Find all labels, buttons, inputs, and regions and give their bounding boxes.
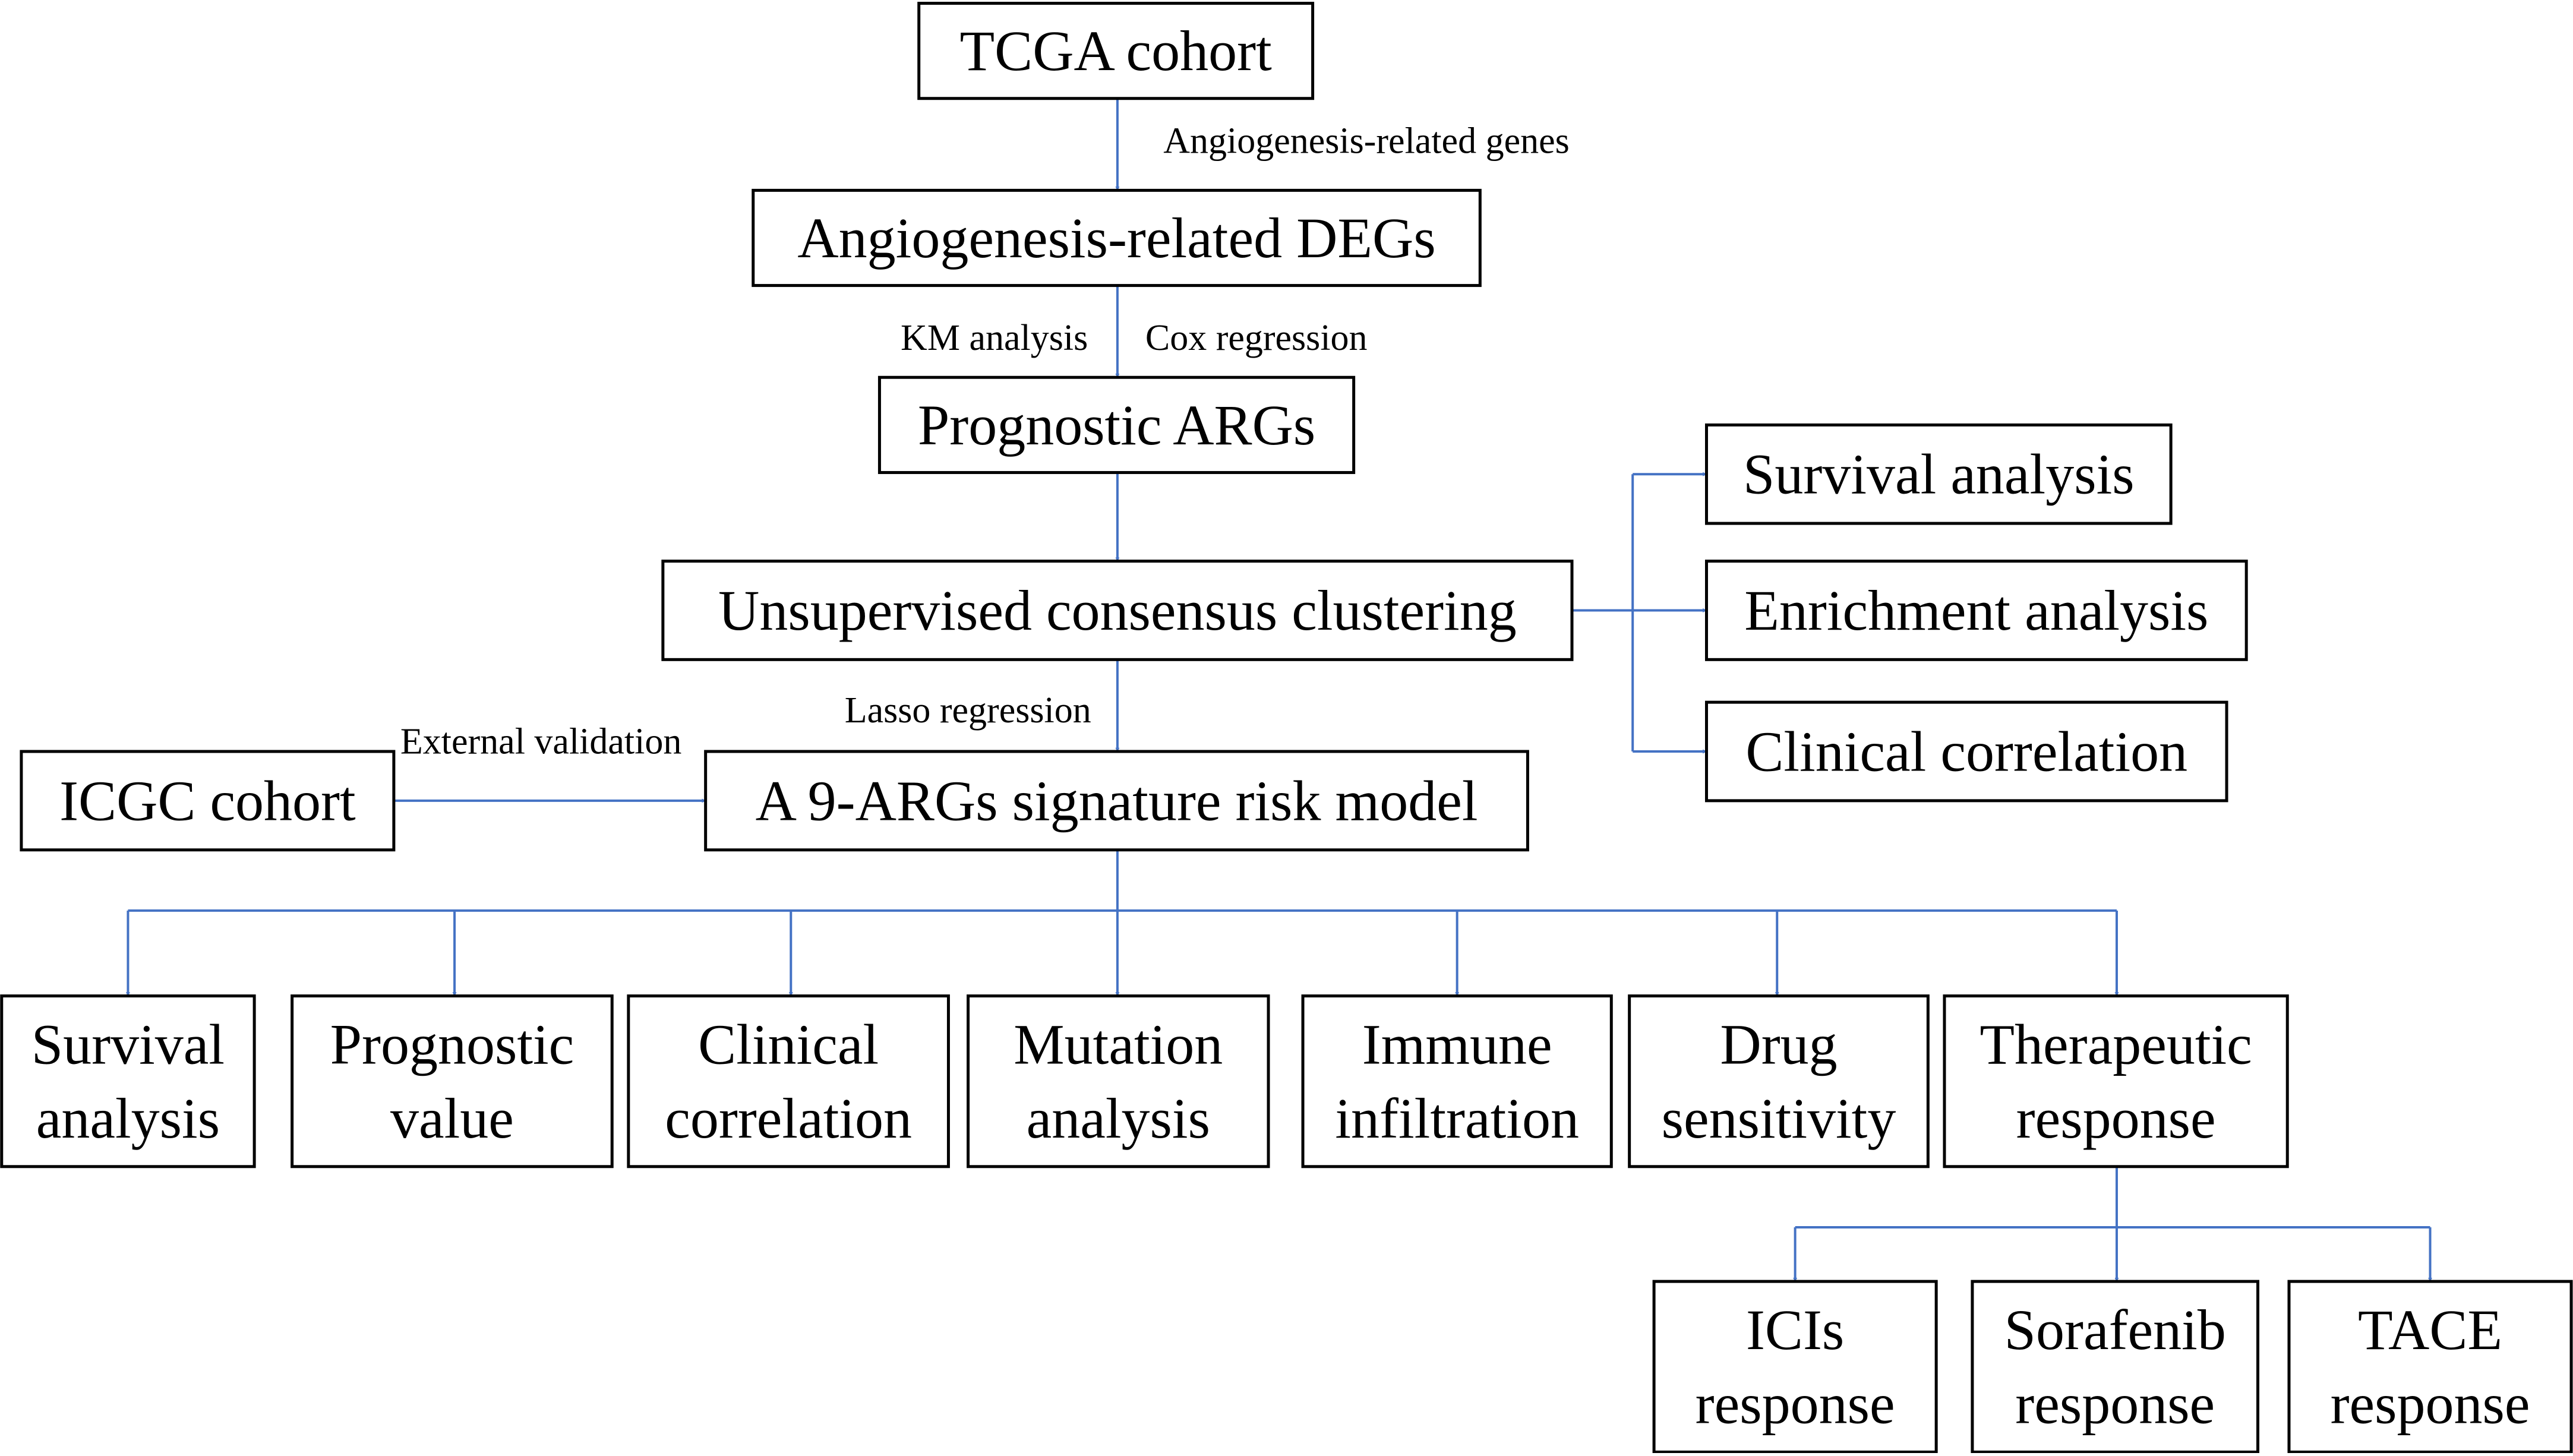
node-box xyxy=(0,994,256,1168)
node-label: Prognostic ARGs xyxy=(918,393,1315,457)
node-label: ICIs xyxy=(1746,1298,1844,1362)
node-prog-args: Prognostic ARGs xyxy=(877,375,1356,474)
node-label: correlation xyxy=(665,1087,912,1150)
node-right-clinical: Clinical correlation xyxy=(1704,700,2228,803)
node-label: analysis xyxy=(36,1087,220,1150)
node-box xyxy=(1628,994,1930,1168)
node-label: Survival analysis xyxy=(1743,443,2135,506)
node-label: Unsupervised consensus clustering xyxy=(718,579,1517,642)
edge-labels: Angiogenesis-related genes KM analysis Cox… xyxy=(400,121,1570,762)
node-label: TCGA cohort xyxy=(960,19,1273,83)
node-label: Survival xyxy=(31,1013,225,1076)
node-label: A 9-ARGs signature risk model xyxy=(756,769,1478,832)
node-box xyxy=(704,750,1529,852)
node-box xyxy=(1301,994,1613,1168)
node-t-icis: ICIs response xyxy=(1652,1280,1938,1454)
node-label: Angiogenesis-related DEGs xyxy=(797,206,1435,270)
edge-label-external: External validation xyxy=(400,721,681,762)
node-label: Mutation xyxy=(1014,1013,1223,1076)
node-box xyxy=(1704,700,2228,803)
node-degs: Angiogenesis-related DEGs xyxy=(752,188,1482,288)
node-box xyxy=(1704,423,2173,525)
node-box xyxy=(752,188,1482,288)
node-box xyxy=(877,375,1356,474)
node-b-drug: Drug sensitivity xyxy=(1628,994,1930,1168)
node-label: response xyxy=(2015,1372,2215,1435)
node-box xyxy=(1704,560,2248,661)
node-label: Enrichment analysis xyxy=(1744,579,2208,642)
node-label: Clinical correlation xyxy=(1745,719,2187,783)
node-right-enrichment: Enrichment analysis xyxy=(1704,560,2248,661)
connector-lines xyxy=(125,98,2433,1282)
node-box xyxy=(967,994,1270,1168)
edge-label-lasso: Lasso regression xyxy=(845,690,1091,731)
node-label: sensitivity xyxy=(1662,1087,1896,1150)
node-clustering: Unsupervised consensus clustering xyxy=(661,560,1574,661)
node-b-survival: Survival analysis xyxy=(0,994,256,1168)
node-label: value xyxy=(390,1087,514,1150)
node-b-therapeutic: Therapeutic response xyxy=(1943,994,2289,1168)
node-label: response xyxy=(1696,1372,1895,1435)
node-b-immune: Immune infiltration xyxy=(1301,994,1613,1168)
node-tcga: TCGA cohort xyxy=(917,2,1315,100)
node-t-tace: TACE response xyxy=(2287,1280,2573,1454)
node-label: response xyxy=(2016,1087,2216,1150)
node-box xyxy=(917,2,1315,100)
node-b-clinical: Clinical correlation xyxy=(627,994,950,1168)
node-box xyxy=(1971,1280,2260,1454)
node-box xyxy=(291,994,614,1168)
node-icgc: ICGC cohort xyxy=(20,750,396,852)
node-label: Therapeutic xyxy=(1980,1013,2252,1076)
node-box xyxy=(20,750,396,852)
node-model: A 9-ARGs signature risk model xyxy=(704,750,1529,852)
node-label: Sorafenib xyxy=(2004,1298,2226,1362)
edge-label-cox: Cox regression xyxy=(1145,318,1368,358)
node-label: response xyxy=(2331,1372,2530,1435)
node-label: TACE xyxy=(2358,1298,2502,1362)
node-right-survival: Survival analysis xyxy=(1704,423,2173,525)
node-box xyxy=(1943,994,2289,1168)
node-b-mutation: Mutation analysis xyxy=(967,994,1270,1168)
node-box xyxy=(2287,1280,2573,1454)
node-label: Drug xyxy=(1720,1013,1837,1076)
node-box xyxy=(627,994,950,1168)
node-label: analysis xyxy=(1027,1087,1210,1150)
node-label: Clinical xyxy=(698,1013,879,1076)
node-b-prognostic: Prognostic value xyxy=(291,994,614,1168)
node-label: Prognostic xyxy=(330,1013,574,1076)
edge-label-km: KM analysis xyxy=(901,318,1088,358)
node-label: infiltration xyxy=(1335,1087,1579,1150)
edge-label-angio-genes: Angiogenesis-related genes xyxy=(1163,121,1569,162)
node-label: ICGC cohort xyxy=(59,769,356,832)
node-label: Immune xyxy=(1362,1013,1552,1076)
node-t-sorafenib: Sorafenib response xyxy=(1971,1280,2260,1454)
node-box xyxy=(1652,1280,1938,1454)
node-box xyxy=(661,560,1574,661)
